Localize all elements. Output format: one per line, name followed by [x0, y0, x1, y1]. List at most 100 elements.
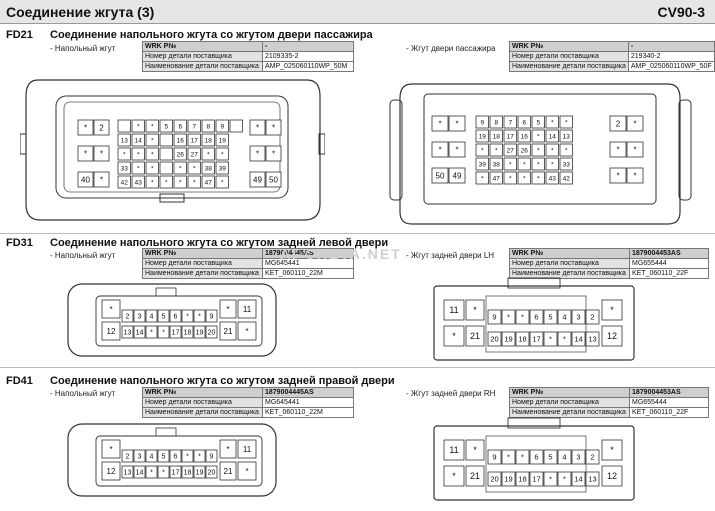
pin-cell: 49	[249, 171, 266, 188]
pin-label: 43	[135, 179, 143, 186]
pin-cell: 5	[543, 309, 558, 325]
pin-cell: 14	[133, 325, 146, 339]
pin-label: 14	[574, 475, 582, 484]
pin-label: 7	[508, 119, 512, 126]
pin-label: 19	[196, 330, 204, 337]
pin-label: *	[151, 179, 154, 186]
pin-cell: *	[515, 309, 530, 325]
pin-cell: 18	[489, 129, 503, 143]
pin-cell: 2	[121, 309, 134, 323]
section-code-fd31: FD31	[6, 237, 33, 249]
pin-label: 20	[208, 330, 216, 337]
pin-label: *	[565, 119, 568, 126]
pin-label: 26	[521, 147, 529, 154]
pin-cell: 42	[559, 171, 573, 185]
pin-cell: 12	[101, 321, 121, 341]
pin-cell: *	[265, 145, 282, 162]
pin-cell: *	[443, 465, 465, 487]
pin-cell: 43	[131, 175, 145, 189]
pin-label: *	[100, 175, 103, 184]
pin-cell: *	[145, 175, 159, 189]
pin-label: 14	[136, 470, 144, 477]
pin-label: *	[179, 165, 182, 172]
pin-cell: *	[626, 167, 644, 184]
pin-label: *	[452, 471, 456, 481]
pin-cell: *	[215, 147, 229, 161]
pin-cell: 11	[443, 439, 465, 461]
pin-cell: 5	[531, 115, 545, 129]
pin-label: *	[221, 151, 224, 158]
pin-label: 18	[518, 335, 526, 344]
section-title-fd31: Соединение напольного жгута со жгутом за…	[50, 237, 389, 249]
shell-inner	[95, 435, 263, 487]
pin-label: 49	[453, 171, 462, 180]
pin-cell: *	[626, 141, 644, 158]
pin-cell: *	[515, 449, 530, 465]
pin-label: *	[633, 119, 636, 128]
pin-cell: 19	[193, 465, 206, 479]
pin-cell: 11	[237, 439, 257, 459]
pin-label: *	[452, 331, 456, 341]
pin-label: 7	[192, 123, 196, 130]
pin-label: *	[245, 327, 248, 336]
pin-label: 2	[99, 123, 104, 132]
pin-label: 5	[548, 313, 552, 322]
pin-label: *	[438, 119, 441, 128]
pin-label: 4	[150, 314, 154, 321]
pin-cell: *	[77, 145, 94, 162]
pin-cell: 9	[205, 449, 218, 463]
pin-label: *	[616, 171, 619, 180]
pin-cell: *	[557, 331, 572, 347]
connector-label-door: - Жгут задней двери LH	[406, 251, 495, 260]
pin-cell: 7	[187, 119, 201, 133]
pin-label: 39	[479, 161, 487, 168]
pin-label: *	[137, 123, 140, 130]
pin-cell: 13	[121, 325, 134, 339]
pin-cell: *	[237, 321, 257, 341]
pin-cell: 6	[517, 115, 531, 129]
pin-label: 38	[493, 161, 501, 168]
pin-cell: *	[93, 145, 110, 162]
connector-label-floor: - Напольный жгут	[50, 251, 116, 260]
pin-label: *	[481, 147, 484, 154]
pin-cell: 18	[201, 133, 215, 147]
pin-label: 12	[107, 327, 116, 336]
pin-label: 21	[470, 331, 480, 341]
pin-cell: 6	[169, 449, 182, 463]
pin-cell: *	[193, 449, 206, 463]
section-code-fd41: FD41	[6, 375, 33, 387]
pin-cell: *	[193, 309, 206, 323]
pin-cell: *	[517, 157, 531, 171]
pin-label: 5	[548, 453, 552, 462]
pin-cell: *	[448, 115, 466, 132]
pin-label: 16	[177, 137, 185, 144]
pin-label: 2	[616, 119, 621, 128]
pin-cell: 18	[515, 331, 530, 347]
pin-label: *	[198, 454, 201, 461]
pin-cell: 17	[187, 133, 201, 147]
pin-cell: 12	[101, 461, 121, 481]
pin-label: 26	[177, 151, 185, 158]
pin-cell: *	[93, 171, 110, 188]
pin-label: *	[193, 165, 196, 172]
pin-cell: 6	[529, 449, 544, 465]
pin-label: *	[438, 145, 441, 154]
pin-label: 11	[449, 305, 458, 315]
pin-label: *	[137, 151, 140, 158]
pin-cell: 13	[585, 331, 600, 347]
shell-latch	[155, 427, 177, 437]
pin-cell: 13	[117, 133, 131, 147]
pin-cell: 2	[585, 449, 600, 465]
pin-label: 43	[549, 175, 557, 182]
pin-cell: 7	[503, 115, 517, 129]
pin-cell: 33	[559, 157, 573, 171]
section-title-fd41: Соединение напольного жгута со жгутом за…	[50, 375, 395, 387]
pin-label: 38	[205, 165, 213, 172]
pin-cell: 5	[543, 449, 558, 465]
pin-label: *	[151, 151, 154, 158]
pin-cell: 3	[133, 449, 146, 463]
pin-cell: 19	[193, 325, 206, 339]
pin-label: 9	[492, 453, 496, 462]
pin-label: *	[455, 145, 458, 154]
